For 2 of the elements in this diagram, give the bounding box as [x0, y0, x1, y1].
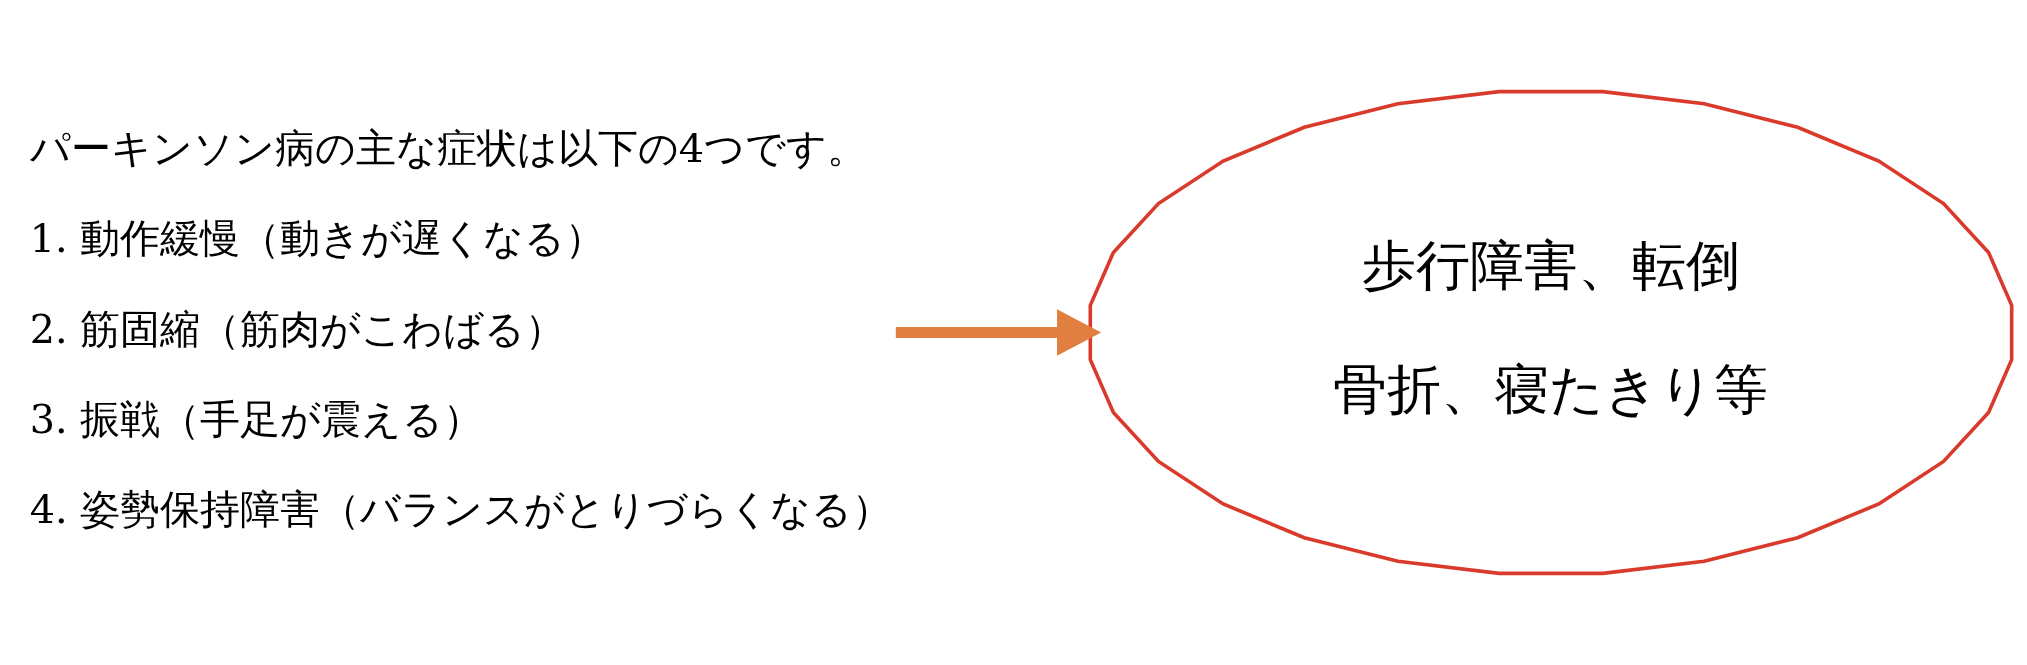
arrow	[895, 309, 1102, 356]
node-text: パーキンソン病の主な症状は以下の4つです。 1. 動作緩慢（動きが遅くなる） 2. 筋固縮（筋肉がこわばる） 3. 振戦（手足が震える） 4. 姿勢保持障害（バランスがとりづらくなる）	[29, 125, 893, 532]
